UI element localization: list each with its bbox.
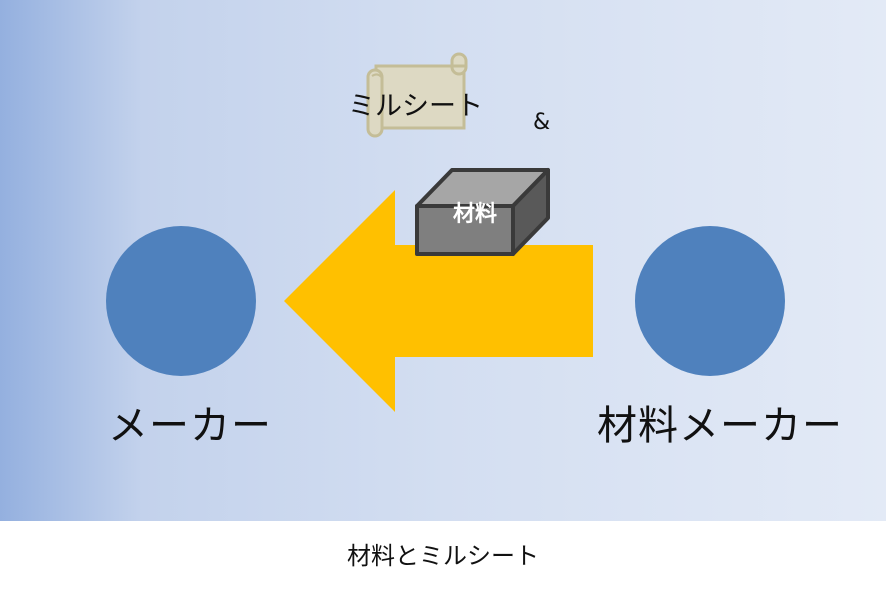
maker-label: メーカー: [108, 403, 272, 449]
maker-node: [106, 226, 256, 376]
box-front-face: [415, 204, 515, 256]
millsheet-label: ミルシート: [348, 91, 483, 122]
diagram-svg: [0, 0, 886, 521]
figure-caption: 材料とミルシート: [347, 542, 539, 570]
material-box-label: 材料: [453, 202, 498, 227]
scroll-icon: [366, 52, 468, 138]
material-maker-label: 材料メーカー: [597, 403, 843, 449]
diagram-canvas: ミルシート & 材料 メーカー 材料メーカー: [0, 0, 886, 521]
material-box: [415, 168, 550, 256]
material-maker-node: [635, 226, 785, 376]
ampersand-label: &: [533, 110, 551, 135]
